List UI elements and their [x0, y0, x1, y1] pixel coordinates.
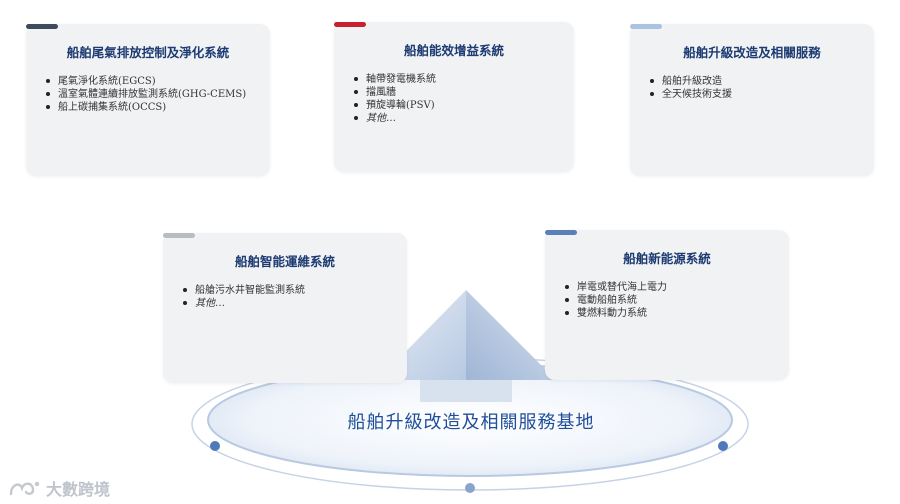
card-item-list: 軸帶發電機系統 擋風牆 預旋導輪(PSV) 其他…: [334, 73, 574, 125]
card-new-energy: 船舶新能源系統 岸電或替代海上電力 電動船舶系統 雙燃料動力系統: [545, 230, 789, 380]
card-accent-bar: [334, 22, 366, 27]
card-accent-bar: [163, 233, 195, 238]
main-pyramid-right: [466, 290, 556, 380]
watermark: 大數跨境: [8, 476, 110, 500]
list-item: 雙燃料動力系統: [565, 307, 789, 320]
card-title: 船舶新能源系統: [623, 251, 711, 266]
card-item-list: 船艙污水井智能監測系統 其他…: [163, 284, 407, 310]
card-item-list: 岸電或替代海上電力 電動船舶系統 雙燃料動力系統: [545, 281, 789, 320]
card-smart-maintenance: 船舶智能運維系統 船艙污水井智能監測系統 其他…: [163, 233, 407, 383]
ring-dot-right: [718, 441, 728, 451]
list-item: 其他…: [183, 297, 407, 310]
main-pyramid-base: [420, 380, 512, 402]
ring-dot-left: [210, 441, 220, 451]
list-item: 岸電或替代海上電力: [565, 281, 789, 294]
list-item: 預旋導輪(PSV): [354, 99, 574, 112]
card-upgrade-services: 船舶升級改造及相關服務 船舶升級改造 全天候技術支援: [630, 24, 874, 176]
list-item: 船舶升級改造: [650, 75, 874, 88]
watermark-text: 大數跨境: [46, 480, 111, 499]
card-title: 船舶智能運維系統: [234, 254, 335, 269]
list-item: 軸帶發電機系統: [354, 73, 574, 86]
card-title: 船舶升級改造及相關服務: [683, 45, 821, 60]
card-title: 船舶尾氣排放控制及淨化系統: [66, 45, 230, 60]
card-accent-bar: [545, 230, 577, 235]
card-energy-efficiency: 船舶能效增益系統 軸帶發電機系統 擋風牆 預旋導輪(PSV) 其他…: [334, 22, 574, 172]
list-item: 船上碳捕集系統(OCCS): [46, 101, 270, 114]
ring-dot-bottom: [465, 483, 475, 493]
list-item: 其他…: [354, 112, 574, 125]
list-item: 船艙污水井智能監測系統: [183, 284, 407, 297]
list-item: 擋風牆: [354, 86, 574, 99]
list-item: 電動船舶系統: [565, 294, 789, 307]
list-item: 溫室氣體連續排放監測系統(GHG-CEMS): [46, 88, 270, 101]
list-item: 尾氣淨化系統(EGCS): [46, 75, 270, 88]
watermark-logo-icon: [9, 481, 40, 496]
list-item: 全天候技術支援: [650, 88, 874, 101]
card-title: 船舶能效增益系統: [403, 43, 504, 58]
card-accent-bar: [630, 24, 662, 29]
card-item-list: 船舶升級改造 全天候技術支援: [630, 75, 874, 101]
card-accent-bar: [26, 24, 58, 29]
card-item-list: 尾氣淨化系統(EGCS) 溫室氣體連續排放監測系統(GHG-CEMS) 船上碳捕…: [26, 75, 270, 114]
card-exhaust-control: 船舶尾氣排放控制及淨化系統 尾氣淨化系統(EGCS) 溫室氣體連續排放監測系統(…: [26, 24, 270, 176]
base-title: 船舶升級改造及相關服務基地: [347, 412, 595, 433]
